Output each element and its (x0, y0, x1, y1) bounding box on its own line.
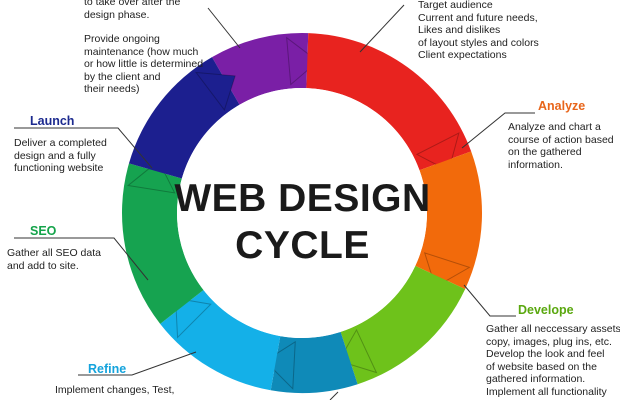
develope-line: gathered information. (486, 373, 586, 385)
dark-green-arrow (126, 160, 176, 194)
analyze-line: on the gathered (508, 146, 582, 158)
launch-line: design and a fully (14, 149, 96, 162)
research-leader (359, 4, 405, 53)
seo-text: Gather all SEO data and add to site. (7, 247, 101, 272)
center-title-line-2: CYCLE (235, 224, 370, 267)
seo-line: Gather all SEO data (7, 247, 101, 259)
develope-line: of website based on the (486, 360, 597, 373)
develope-line: Gather all neccessary assets; (486, 323, 620, 335)
develope-leader (463, 284, 516, 317)
research-line: Client expectations (418, 49, 507, 61)
maintenance-line: to take over after the (84, 0, 181, 8)
launch-line: Deliver a completed (14, 137, 107, 149)
launch-text: Deliver a completed design and a fully f… (14, 137, 107, 175)
maintenance-line: their needs) (84, 83, 140, 95)
maintenance-line: design phase. (84, 8, 150, 21)
red-segment (306, 33, 472, 171)
research-line: of layout styles and colors (418, 36, 539, 49)
develope-title: Develope (518, 303, 574, 317)
analyze-line: course of action based (508, 133, 614, 146)
analyze-leader (461, 112, 535, 149)
maintenance-line: maintenance (how much (84, 45, 199, 58)
center-title-line-1: WEB DESIGN (174, 177, 431, 220)
maintenance-text: to take over after the design phase. Pro… (84, 0, 203, 96)
research-line: Target audience (418, 0, 493, 11)
develope-line: copy, images, plug ins, etc. (486, 335, 612, 348)
analyze-line: Analyze and chart a (508, 121, 601, 133)
research-line: Likes and dislikes (418, 24, 501, 36)
refine-title: Refine (88, 362, 127, 376)
refine-text: Implement changes, Test, (55, 384, 174, 397)
seo-line: and add to site. (7, 259, 79, 272)
maintenance-spacer (84, 21, 203, 33)
cyan-arrow (175, 297, 212, 339)
bottom-leader (329, 391, 339, 400)
orange-segment (415, 151, 483, 290)
launch-line: functioning website (14, 162, 104, 174)
analyze-title: Analyze (538, 99, 586, 113)
refine-line: Implement changes, Test, (55, 384, 175, 396)
maintenance-line: Provide ongoing (84, 33, 160, 45)
research-line: Current and future needs, (418, 11, 538, 24)
center-title: WEB DESIGN CYCLE (160, 175, 445, 269)
refine-leader (78, 351, 197, 376)
develope-line: Develop the look and feel (486, 348, 605, 360)
maintenance-line: or how little is determined (84, 58, 204, 70)
maintenance-leader (207, 7, 241, 49)
analyze-line: information. (508, 158, 563, 171)
green-segment (340, 265, 466, 385)
launch-leader (14, 127, 153, 169)
develope-line: Implement all functionality (486, 385, 607, 398)
dark-green-segment (122, 163, 204, 324)
develope-text: Gather all neccessary assets; copy, imag… (486, 323, 620, 398)
purple-segment (212, 32, 309, 105)
navy-arrow (195, 71, 236, 112)
center-disc (177, 88, 427, 338)
launch-title: Launch (30, 114, 75, 128)
seo-leader (14, 237, 149, 281)
analyze-text: Analyze and chart a course of action bas… (508, 121, 614, 171)
teal-arrow (264, 340, 296, 390)
research-text: Target audience Current and future needs… (418, 0, 539, 62)
maintenance-line: by the client and (84, 70, 161, 83)
purple-arrow (286, 36, 319, 86)
seo-title: SEO (30, 224, 57, 238)
